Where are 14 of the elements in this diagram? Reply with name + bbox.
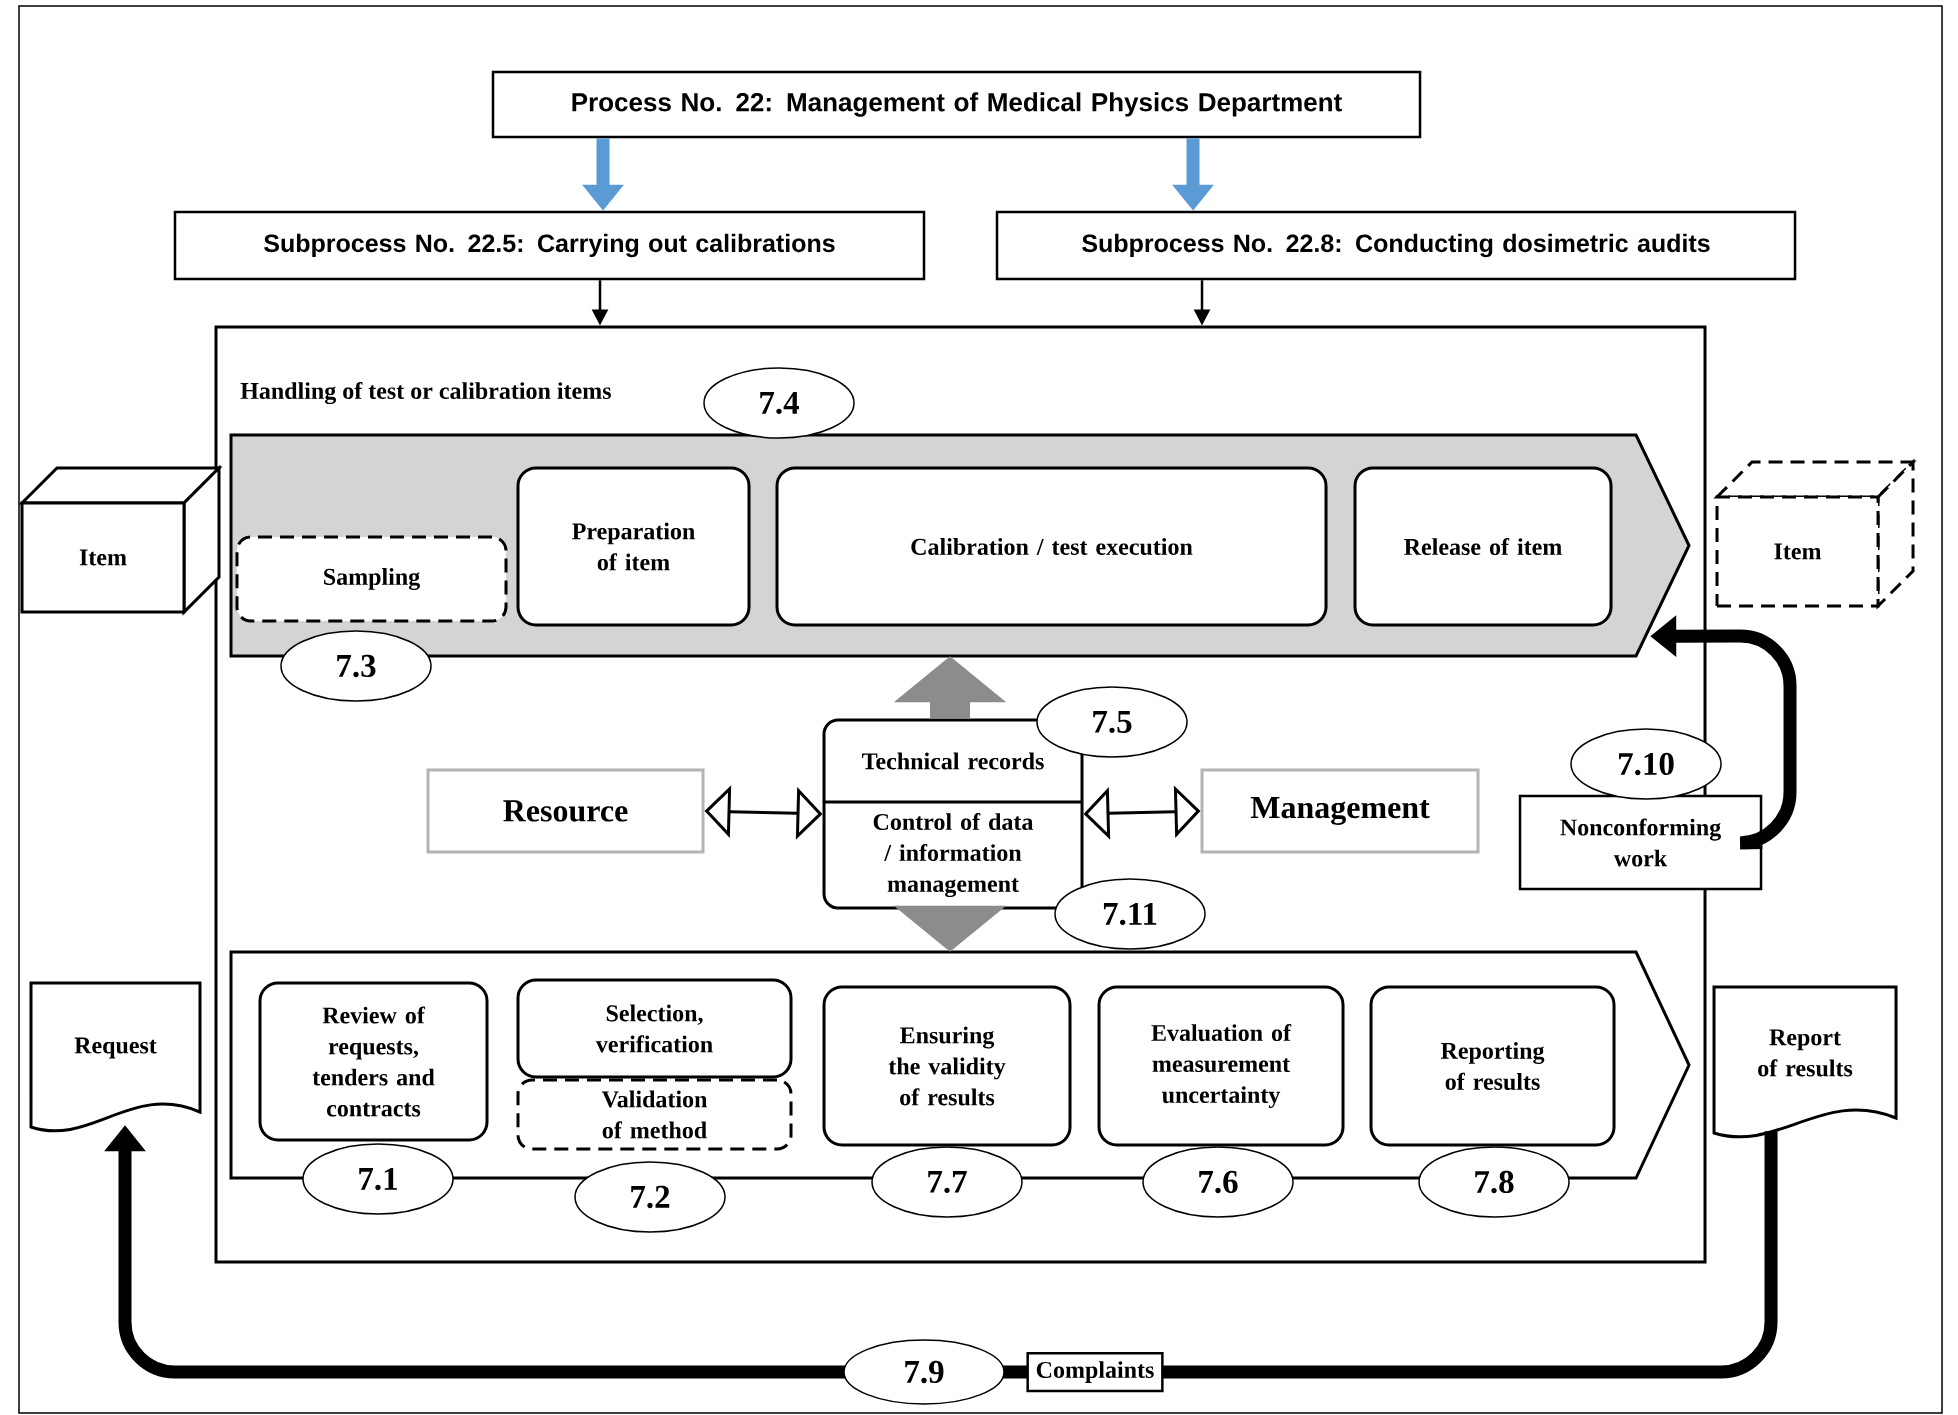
process-box: Calibration / test execution	[775, 466, 1328, 627]
process-box: Subprocess No. 22.5: Carrying out calibrations	[173, 210, 926, 281]
process-box: Selection, verification	[516, 978, 793, 1079]
dashed-process-box: Validation of method	[516, 1078, 793, 1151]
node-label: Handling of test or calibration items	[240, 381, 611, 405]
process-box: Release of item	[1353, 466, 1613, 627]
split-box: Technical records Control of data / information management	[822, 718, 1084, 910]
area-box: Resource	[426, 768, 705, 854]
process-box: Preparation of item	[516, 466, 751, 627]
process-box: Subprocess No. 22.8: Conducting dosimetric audits	[995, 210, 1797, 281]
area-box: Management	[1200, 768, 1480, 854]
dashed-process-box: Sampling	[235, 535, 508, 623]
process-box: Process No. 22: Management of Medical Physics Department	[491, 70, 1422, 139]
edge-label: Complaints	[1026, 1351, 1164, 1393]
